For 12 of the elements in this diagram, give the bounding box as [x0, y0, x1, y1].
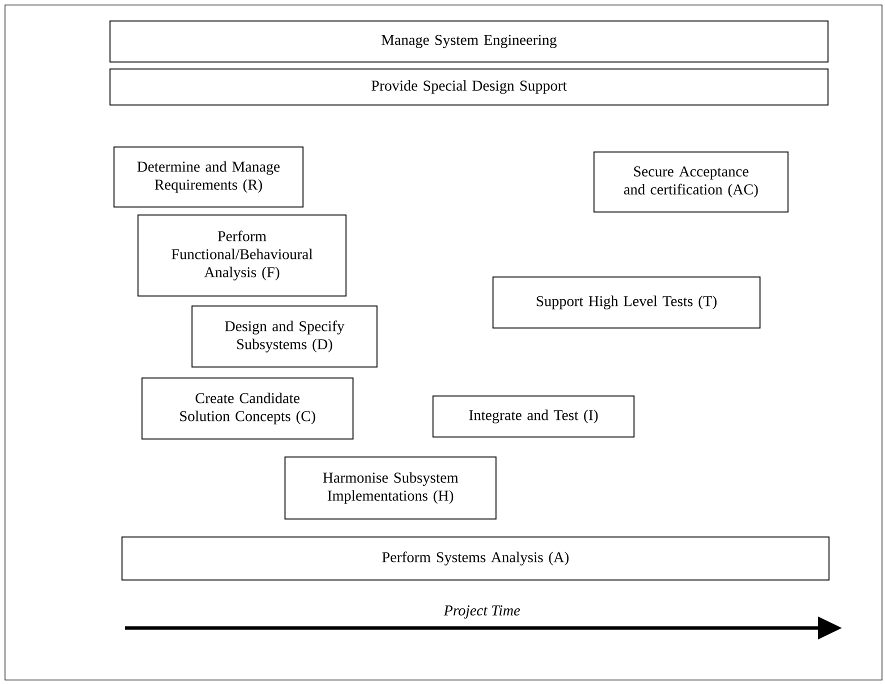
process-box: Perform Systems Analysis (A): [122, 536, 830, 580]
process-box: Harmonise Subsystem Implementations (H): [284, 456, 496, 520]
process-box: Manage System Engineering: [110, 20, 828, 62]
process-box: Secure Acceptance and certification (AC): [594, 151, 788, 212]
process-box: Design and Specify Subsystems (D): [192, 305, 378, 368]
process-box: Support High Level Tests (T): [492, 276, 760, 328]
process-box: Integrate and Test (I): [432, 395, 634, 438]
axis-label: Project Time: [444, 605, 520, 619]
process-box: Provide Special Design Support: [110, 68, 828, 106]
process-box: Determine and Manage Requirements (R): [114, 146, 304, 208]
process-box: Create Candidate Solution Concepts (C): [142, 377, 354, 440]
process-box: Perform Functional/Behavioural Analysis (F): [138, 214, 346, 296]
